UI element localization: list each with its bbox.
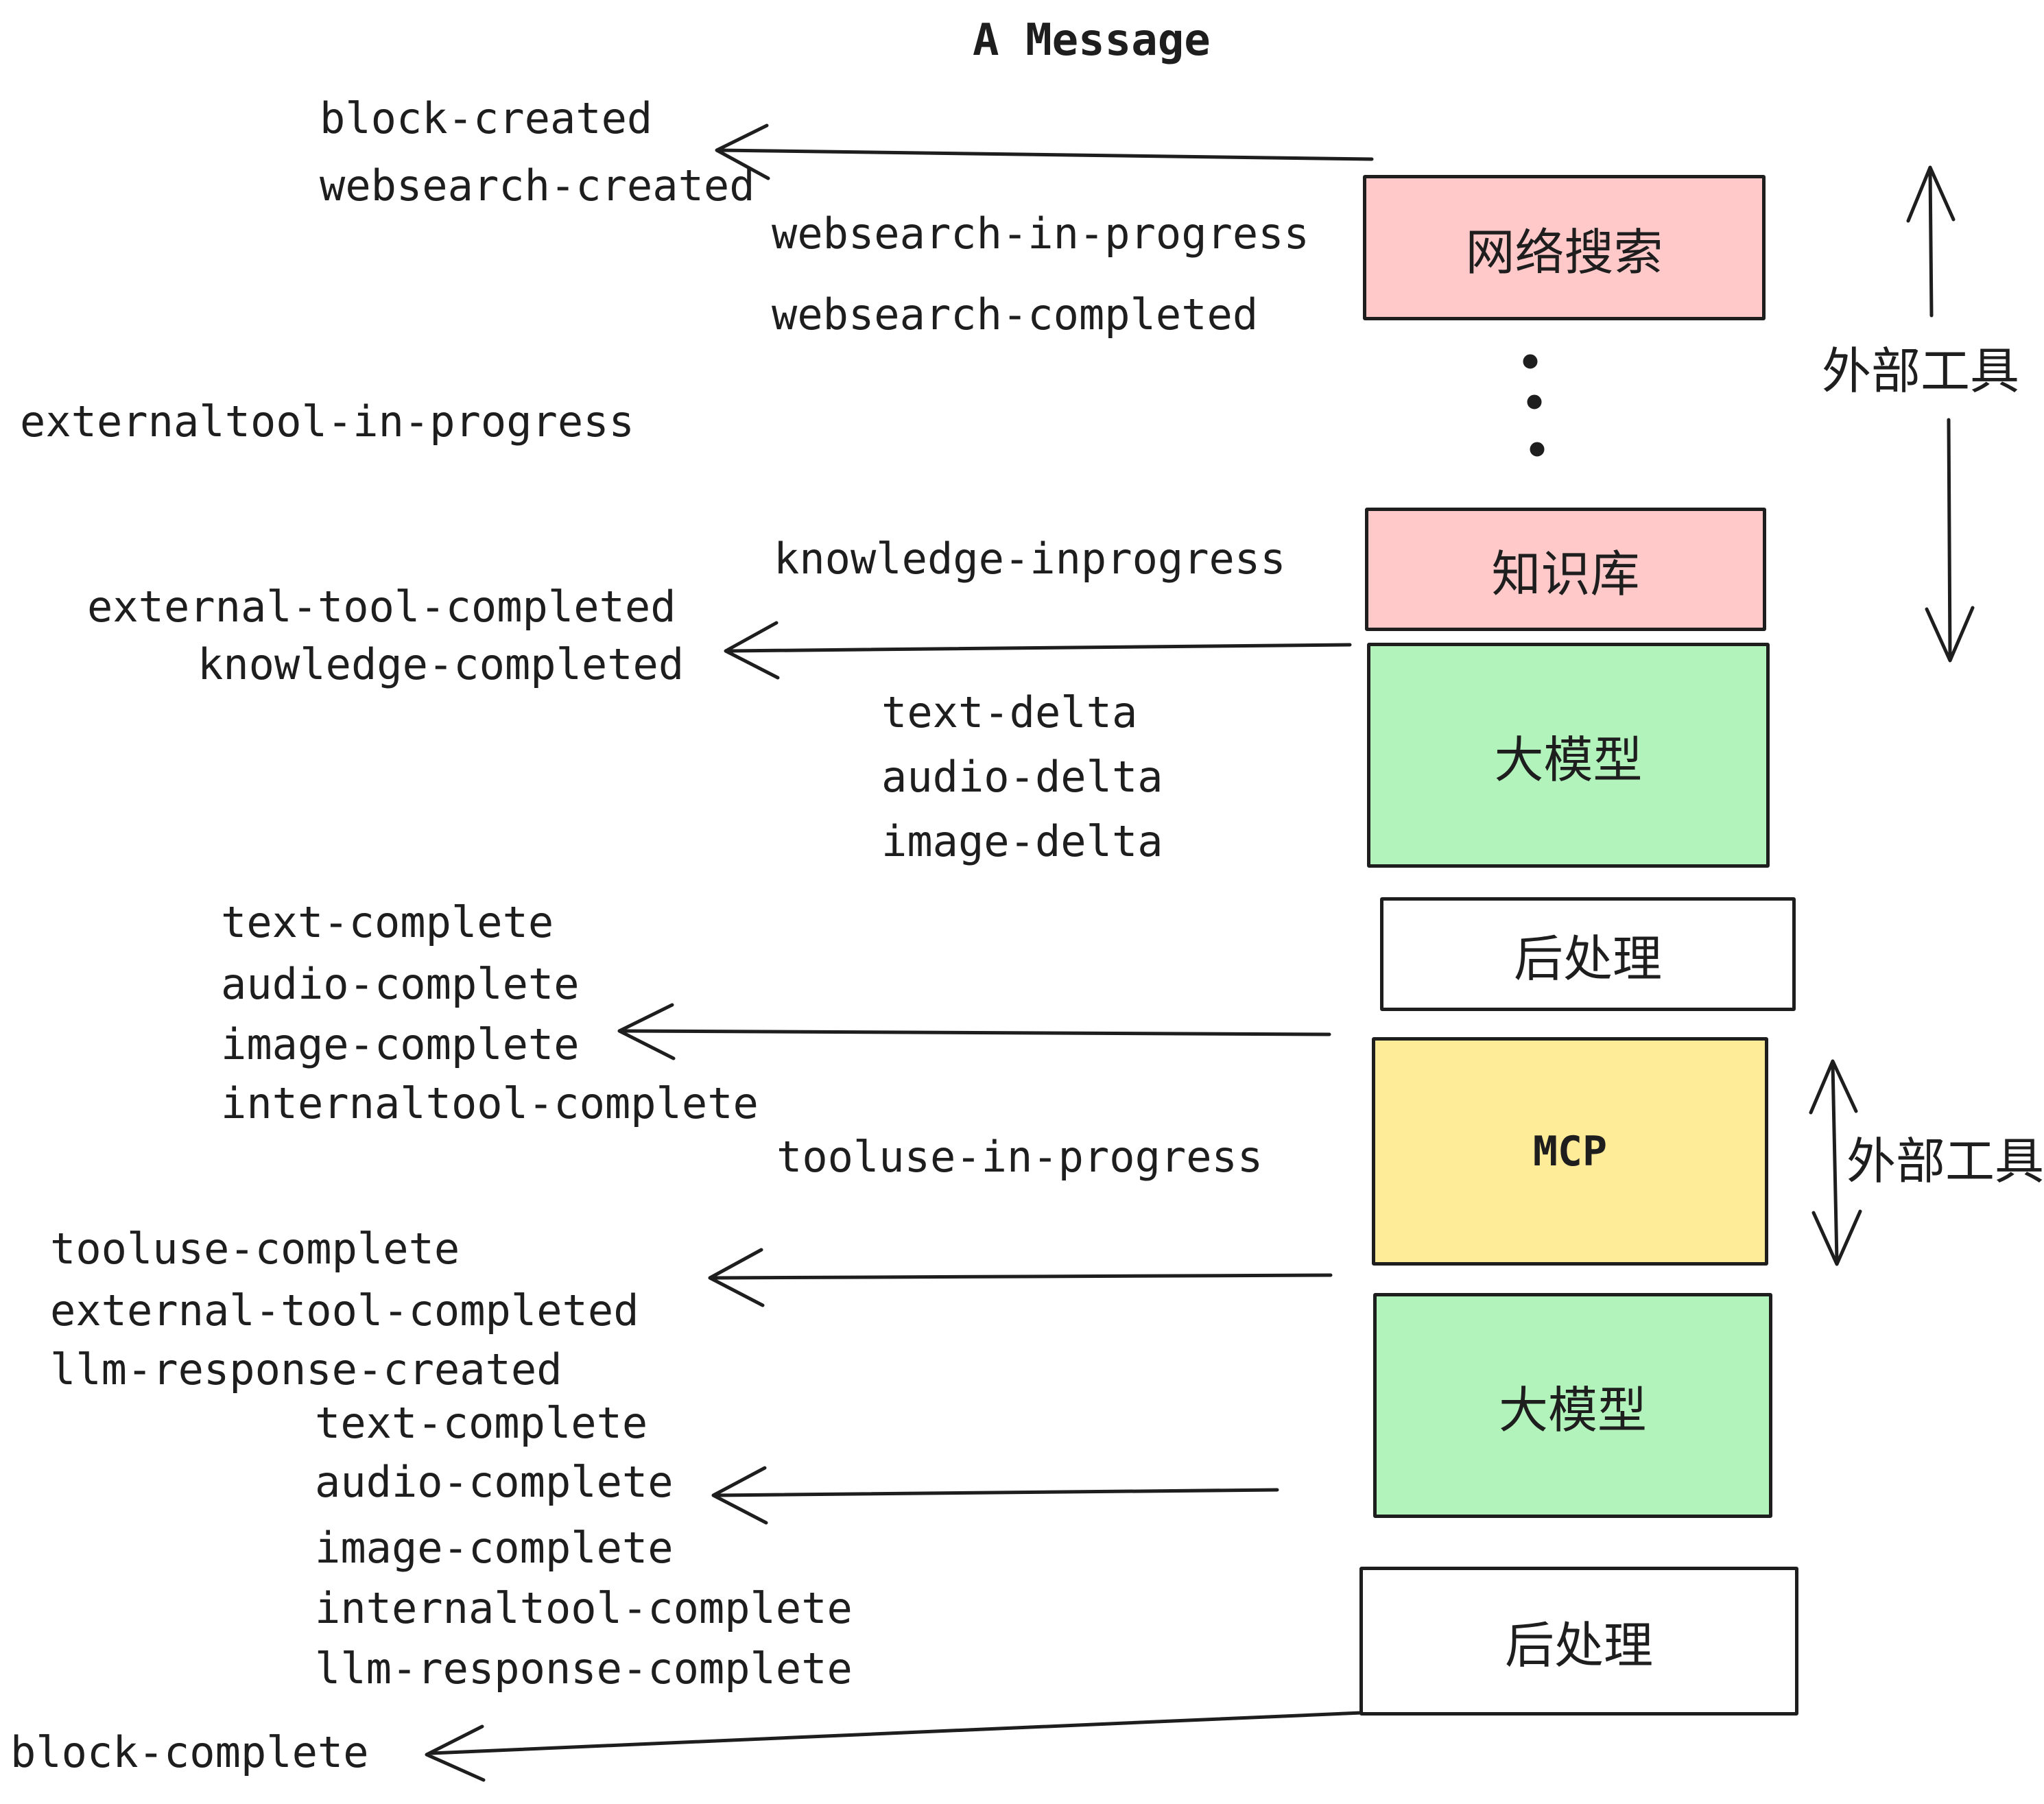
event-image-complete-1: image-complete — [221, 1019, 580, 1069]
event-image-complete-2: image-complete — [315, 1523, 674, 1573]
event-internaltool-complete-2: internaltool-complete — [315, 1583, 853, 1633]
arrow-knowledge-completed — [724, 621, 1352, 680]
event-knowledge-completed: knowledge-completed — [198, 639, 685, 689]
external-tools-label-mid: 外部工具 — [1846, 1132, 2044, 1190]
event-external-tool-completed: external-tool-completed — [87, 582, 676, 632]
event-tooluse-in-progress: tooluse-in-progress — [776, 1132, 1263, 1182]
event-tooluse-complete: tooluse-complete — [50, 1224, 460, 1274]
box-postprocess-2: 后处理 — [1359, 1567, 1798, 1716]
event-llm-response-complete: llm-response-complete — [315, 1643, 853, 1694]
box-llm-1: 大模型 — [1367, 643, 1770, 868]
box-mcp: MCP — [1372, 1037, 1768, 1266]
event-knowledge-inprogress: knowledge-inprogress — [774, 534, 1286, 584]
box-postprocess-1-label: 后处理 — [1513, 929, 1662, 988]
event-text-complete-1: text-complete — [221, 897, 554, 947]
event-text-complete-2: text-complete — [315, 1398, 648, 1448]
external-tools-label-top: 外部工具 — [1822, 342, 2020, 400]
arrow-external-tools-down-top — [1925, 418, 1975, 663]
event-image-delta-1: image-delta — [881, 816, 1163, 866]
event-external-tool-completed-2: external-tool-completed — [50, 1285, 639, 1336]
arrow-audio-complete — [711, 1466, 1279, 1525]
event-audio-complete-1: audio-complete — [221, 959, 580, 1009]
box-llm-2: 大模型 — [1373, 1293, 1772, 1518]
box-knowledge-label: 知识库 — [1491, 545, 1640, 603]
arrow-block-created — [715, 123, 1374, 180]
ellipsis-dots — [1523, 354, 1545, 457]
event-websearch-in-progress: websearch-in-progress — [772, 209, 1309, 259]
event-externaltool-in-progress: externaltool-in-progress — [20, 396, 634, 447]
arrow-block-complete — [425, 1711, 1364, 1782]
event-audio-complete-2: audio-complete — [315, 1457, 674, 1507]
page-title: A Message — [973, 15, 1211, 66]
arrow-external-tools-up-top — [1906, 165, 1956, 318]
event-websearch-completed: websearch-completed — [772, 289, 1259, 340]
event-llm-response-created: llm-response-created — [50, 1344, 562, 1394]
box-postprocess-2-label: 后处理 — [1504, 1617, 1653, 1674]
box-websearch: 网络搜索 — [1363, 175, 1766, 320]
arrow-image-complete — [617, 1003, 1331, 1060]
box-knowledge: 知识库 — [1365, 508, 1766, 631]
event-internaltool-complete-1: internaltool-complete — [221, 1078, 759, 1128]
event-block-created: block-created — [320, 93, 653, 143]
event-text-delta-1: text-delta — [881, 687, 1138, 737]
box-mcp-label: MCP — [1532, 1127, 1608, 1176]
box-llm-2-label: 大模型 — [1498, 1381, 1647, 1439]
arrow-tooluse-complete — [708, 1248, 1333, 1307]
event-block-complete: block-complete — [10, 1727, 369, 1777]
box-llm-1-label: 大模型 — [1494, 731, 1643, 789]
box-postprocess-1: 后处理 — [1380, 897, 1796, 1011]
box-websearch-label: 网络搜索 — [1465, 223, 1663, 281]
event-websearch-created: websearch-created — [320, 161, 755, 211]
event-audio-delta-1: audio-delta — [881, 752, 1163, 802]
